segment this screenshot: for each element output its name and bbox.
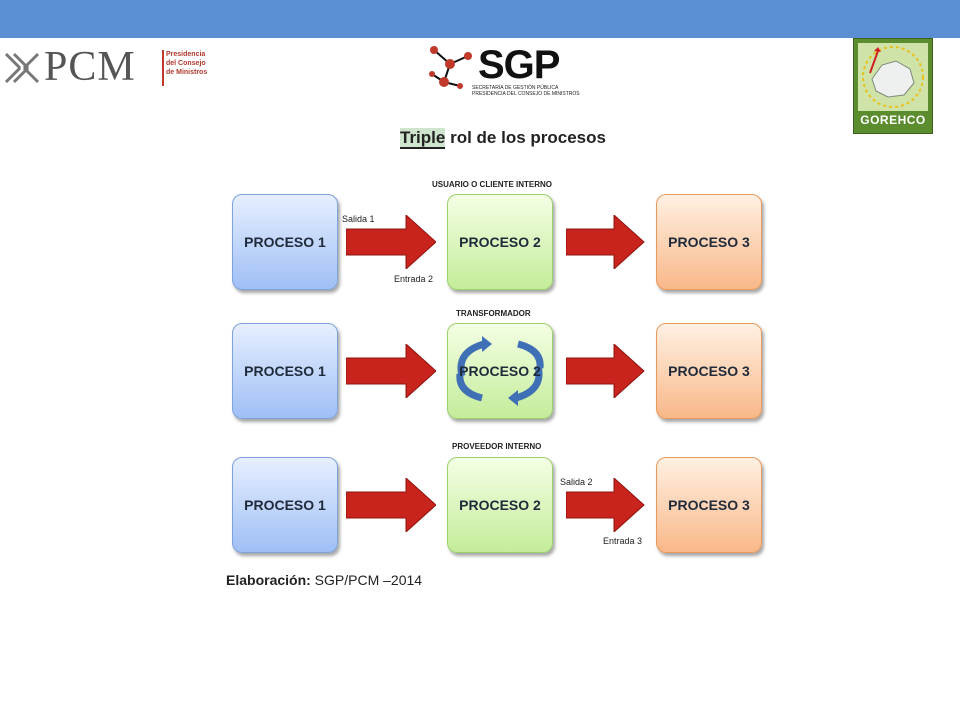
row2-proceso3-box: PROCESO 3 [656,323,762,419]
pcm-divider [162,50,164,86]
row3-salida-label: Salida 2 [560,477,593,487]
sgp-logo: SGP SECRETARÍA DE GESTIÓN PÚBLICA PRESID… [426,42,586,102]
top-bar [0,0,960,38]
title-rest: rol de los procesos [445,128,606,147]
row1-arrow-2 [566,215,645,269]
diagram-title: Triple rol de los procesos [400,128,606,149]
title-highlight: Triple [400,128,446,149]
pcm-logo: PCM Presidencia del Consejo de Ministros [2,44,212,90]
sgp-molecule-icon [429,46,472,89]
sgp-subtitle: SECRETARÍA DE GESTIÓN PÚBLICA PRESIDENCI… [472,85,580,97]
row2-proceso2-box: PROCESO 2 [447,323,553,419]
credit-value: SGP/PCM –2014 [310,572,423,588]
cycle-arrows-icon [456,336,544,406]
gorehco-wordmark: GOREHCO [860,113,926,127]
row1-heading: USUARIO O CLIENTE INTERNO [432,180,553,189]
row2-arrow-1 [346,344,436,398]
gorehco-map-icon [858,43,928,111]
sgp-wordmark: SGP [478,43,560,87]
credit-label: Elaboración: [226,572,311,588]
credit-line: Elaboración: SGP/PCM –2014 [226,572,422,588]
gorehco-logo: GOREHCO [853,38,933,134]
row1-arrow-1 [346,215,436,269]
row1-entrada-label: Entrada 2 [394,274,434,284]
row3-arrow-1 [346,478,436,532]
row2-proceso1-box: PROCESO 1 [232,323,338,419]
row2-proceso2-label: PROCESO 2 [459,363,541,379]
pcm-wordmark: PCM [44,44,136,90]
pcm-subtitle: Presidencia del Consejo de Ministros [166,51,208,76]
pcm-emblem-icon [4,52,40,84]
row3-proceso3-box: PROCESO 3 [656,457,762,553]
row2-arrow-2 [566,344,645,398]
row3-entrada-label: Entrada 3 [603,536,643,546]
row3-arrow-2 [566,478,645,532]
row3-proceso1-box: PROCESO 1 [232,457,338,553]
row2-heading: TRANSFORMADOR [456,309,531,318]
row1-proceso1-box: PROCESO 1 [232,194,338,290]
row1-proceso3-box: PROCESO 3 [656,194,762,290]
row1-proceso2-box: PROCESO 2 [447,194,553,290]
row3-proceso2-box: PROCESO 2 [447,457,553,553]
row1-salida-label: Salida 1 [342,214,375,224]
row3-heading: PROVEEDOR INTERNO [452,442,542,451]
